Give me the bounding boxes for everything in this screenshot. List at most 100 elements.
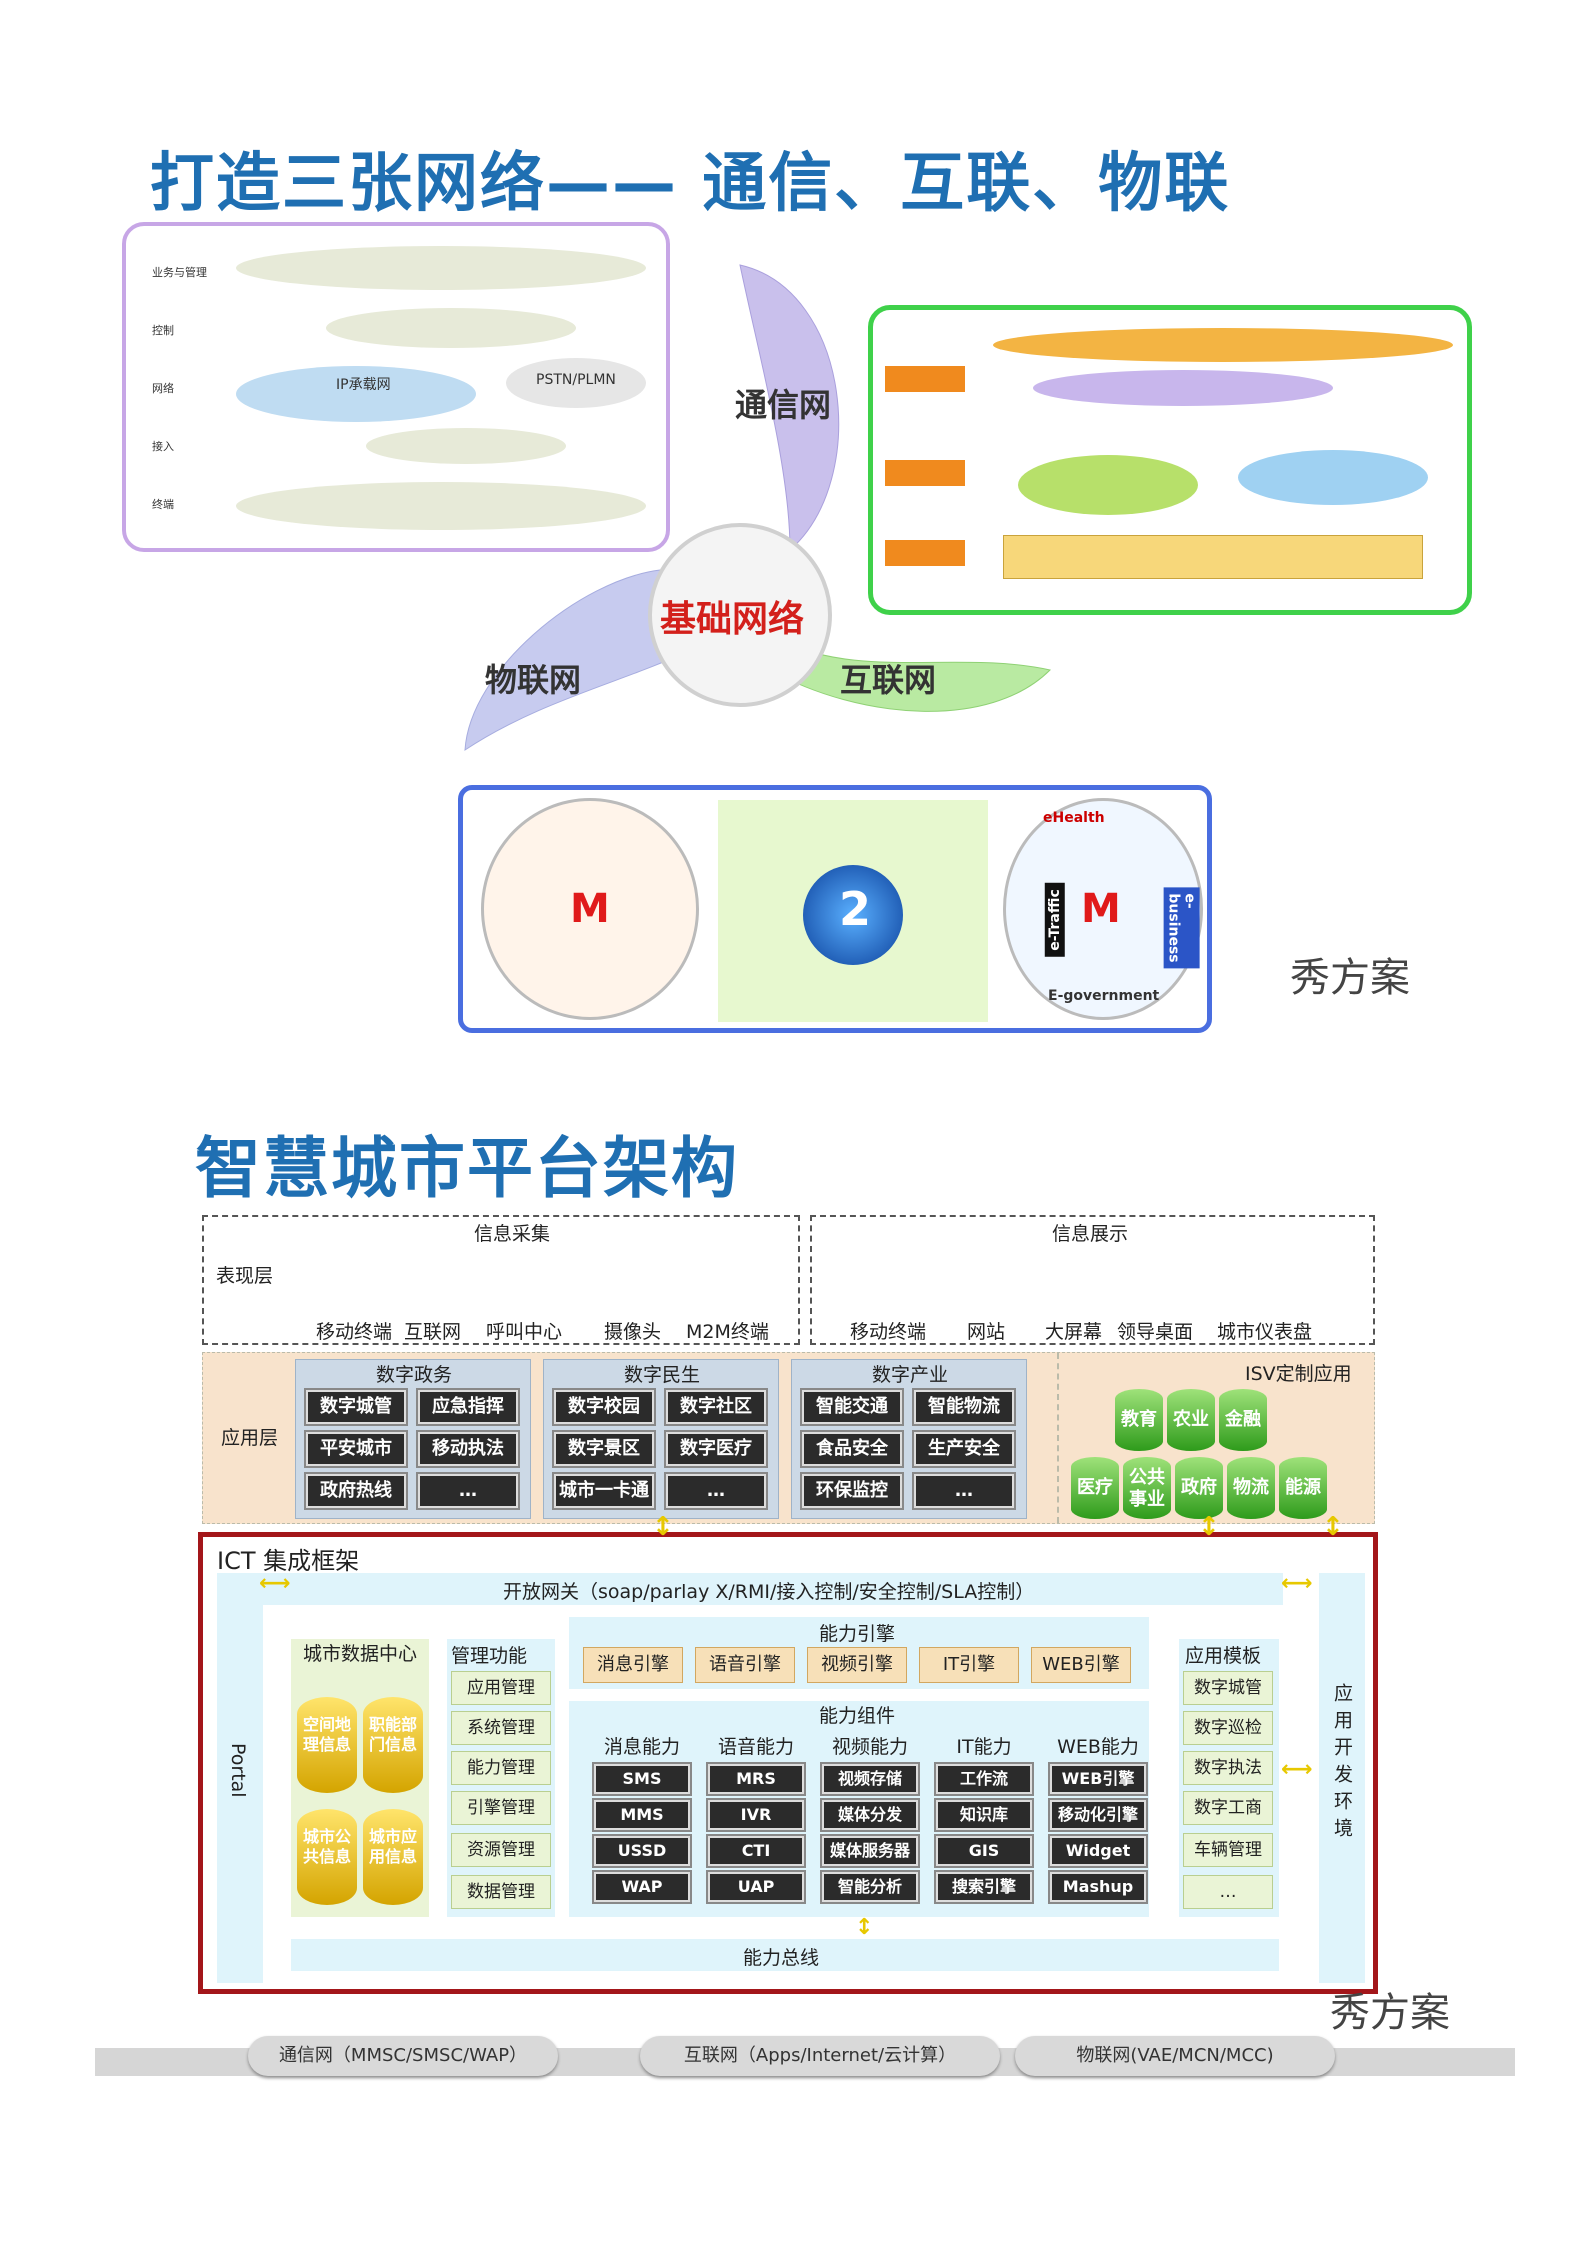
- mgmt-data[interactable]: 数据管理: [451, 1875, 551, 1909]
- component-item[interactable]: 移动化引擎: [1048, 1798, 1148, 1832]
- dc-app[interactable]: 城市应用信息: [363, 1809, 423, 1905]
- app-people-3[interactable]: 数字景区: [552, 1430, 656, 1468]
- engine-msg[interactable]: 消息引擎: [583, 1647, 683, 1683]
- app-gov-1[interactable]: 数字城管: [304, 1388, 408, 1426]
- app-ind-6[interactable]: …: [912, 1472, 1016, 1510]
- tpl-1[interactable]: 数字城管: [1183, 1671, 1273, 1705]
- group-gov: 数字政务 数字城管 应急指挥 平安城市 移动执法 政府热线 …: [295, 1359, 531, 1519]
- component-item[interactable]: CTI: [706, 1834, 806, 1868]
- group-people: 数字民生 数字校园 数字社区 数字景区 数字医疗 城市一卡通 …: [543, 1359, 779, 1519]
- etraffic-label: e-Traffic: [1044, 883, 1065, 957]
- component-item[interactable]: USSD: [592, 1834, 692, 1868]
- pstn-cloud-label: PSTN/PLMN: [536, 372, 616, 388]
- component-col-title: IT能力: [956, 1736, 1012, 1758]
- component-item[interactable]: UAP: [706, 1870, 806, 1904]
- dc-public[interactable]: 城市公共信息: [297, 1809, 357, 1905]
- iot-panel: M 2 M eHealth e-Traffic e-business E-gov…: [458, 785, 1212, 1033]
- app-people-6[interactable]: …: [664, 1472, 768, 1510]
- tag-1: [885, 366, 965, 392]
- tag-3: [885, 540, 965, 566]
- component-item[interactable]: 知识库: [934, 1798, 1034, 1832]
- row-label-network: 网络: [152, 382, 174, 395]
- app-gov-5[interactable]: 政府热线: [304, 1472, 408, 1510]
- dc-dept[interactable]: 职能部门信息: [363, 1697, 423, 1793]
- isv-agri[interactable]: 农业: [1167, 1389, 1215, 1451]
- display-title: 信息展示: [1052, 1223, 1129, 1245]
- app-ind-3[interactable]: 食品安全: [800, 1430, 904, 1468]
- app-ind-5[interactable]: 环保监控: [800, 1472, 904, 1510]
- isv-med[interactable]: 医疗: [1071, 1457, 1119, 1519]
- component-item[interactable]: 搜索引擎: [934, 1870, 1034, 1904]
- gateway-bar: 开放网关（soap/parlay X/RMI/接入控制/安全控制/SLA控制）: [263, 1573, 1283, 1605]
- display-item-5: 城市仪表盘: [1217, 1321, 1313, 1343]
- engine-it[interactable]: IT引擎: [919, 1647, 1019, 1683]
- component-item[interactable]: WEB引擎: [1048, 1762, 1148, 1796]
- tpl-6[interactable]: …: [1183, 1875, 1273, 1909]
- display-item-2: 网站: [967, 1321, 1006, 1343]
- isv-fin[interactable]: 金融: [1219, 1389, 1267, 1451]
- engine-web[interactable]: WEB引擎: [1031, 1647, 1131, 1683]
- mgmt-app[interactable]: 应用管理: [451, 1671, 551, 1705]
- ict-title: ICT 集成框架: [217, 1547, 360, 1575]
- tpl-2[interactable]: 数字巡检: [1183, 1711, 1273, 1745]
- component-item[interactable]: MMS: [592, 1798, 692, 1832]
- app-ind-4[interactable]: 生产安全: [912, 1430, 1016, 1468]
- network-iot: 物联网(VAE/MCN/MCC): [1015, 2036, 1335, 2076]
- mgmt-engine[interactable]: 引擎管理: [451, 1791, 551, 1825]
- app-ind-2[interactable]: 智能物流: [912, 1388, 1016, 1426]
- isv-edu[interactable]: 教育: [1115, 1389, 1163, 1451]
- app-people-5[interactable]: 城市一卡通: [552, 1472, 656, 1510]
- arrow-gateway-left: ⟷: [259, 1571, 291, 1596]
- app-people-4[interactable]: 数字医疗: [664, 1430, 768, 1468]
- globe-2: [803, 865, 903, 965]
- app-people-1[interactable]: 数字校园: [552, 1388, 656, 1426]
- tag-2: [885, 460, 965, 486]
- app-layer-label: 应用层: [221, 1427, 279, 1449]
- component-item[interactable]: IVR: [706, 1798, 806, 1832]
- green-oval: [1018, 455, 1198, 515]
- component-item[interactable]: SMS: [592, 1762, 692, 1796]
- dev-env-column: 应用开发环境: [1319, 1573, 1365, 1983]
- data-center-title: 城市数据中心: [302, 1643, 417, 1665]
- component-item[interactable]: Widget: [1048, 1834, 1148, 1868]
- component-item[interactable]: 视频存储: [820, 1762, 920, 1796]
- app-ind-1[interactable]: 智能交通: [800, 1388, 904, 1426]
- tpl-4[interactable]: 数字工商: [1183, 1791, 1273, 1825]
- isv-box: ISV定制应用 教育 农业 金融 医疗 公共事业 政府 物流 能源: [1057, 1353, 1375, 1523]
- component-item[interactable]: 媒体服务器: [820, 1834, 920, 1868]
- app-gov-6[interactable]: …: [416, 1472, 520, 1510]
- mgmt-cap[interactable]: 能力管理: [451, 1751, 551, 1785]
- component-item[interactable]: MRS: [706, 1762, 806, 1796]
- arrow-app-ict-3: ↕: [1322, 1512, 1344, 1542]
- app-gov-2[interactable]: 应急指挥: [416, 1388, 520, 1426]
- isv-energy[interactable]: 能源: [1279, 1457, 1327, 1519]
- app-people-2[interactable]: 数字社区: [664, 1388, 768, 1426]
- component-item[interactable]: GIS: [934, 1834, 1034, 1868]
- tpl-5[interactable]: 车辆管理: [1183, 1833, 1273, 1867]
- components-title: 能力组件: [819, 1705, 896, 1727]
- app-gov-4[interactable]: 移动执法: [416, 1430, 520, 1468]
- component-item[interactable]: 媒体分发: [820, 1798, 920, 1832]
- display-box: 信息展示 移动终端 网站 大屏幕 领导桌面 城市仪表盘: [810, 1215, 1375, 1345]
- blue-oval: [1238, 450, 1428, 505]
- app-gov-3[interactable]: 平安城市: [304, 1430, 408, 1468]
- mgmt-sys[interactable]: 系统管理: [451, 1711, 551, 1745]
- icon-strip: [993, 328, 1453, 362]
- component-item[interactable]: WAP: [592, 1870, 692, 1904]
- network-comm: 通信网（MMSC/SMSC/WAP）: [248, 2036, 558, 2076]
- m-center-1: M: [570, 886, 610, 932]
- portal-column: Portal: [217, 1573, 263, 1983]
- tpl-3[interactable]: 数字执法: [1183, 1751, 1273, 1785]
- isv-gov[interactable]: 政府: [1175, 1457, 1223, 1519]
- isv-public[interactable]: 公共事业: [1123, 1457, 1171, 1519]
- mgmt-res[interactable]: 资源管理: [451, 1833, 551, 1867]
- engine-voice[interactable]: 语音引擎: [695, 1647, 795, 1683]
- dc-spatial[interactable]: 空间地理信息: [297, 1697, 357, 1793]
- isv-logistics[interactable]: 物流: [1227, 1457, 1275, 1519]
- display-item-1: 移动终端: [850, 1321, 927, 1343]
- component-item[interactable]: 智能分析: [820, 1870, 920, 1904]
- engine-video[interactable]: 视频引擎: [807, 1647, 907, 1683]
- component-item[interactable]: 工作流: [934, 1762, 1034, 1796]
- component-item[interactable]: Mashup: [1048, 1870, 1148, 1904]
